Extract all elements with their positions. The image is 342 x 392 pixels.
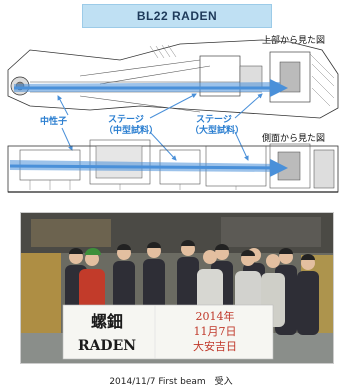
stage-large-label-2: （大型試料）	[190, 124, 244, 136]
neutron-label: 中性子	[40, 115, 67, 127]
banner-kanji: 螺鈿	[91, 312, 123, 331]
photo-caption: 2014/11/7 First beam 受入	[109, 377, 233, 387]
side-view-label: 側面から見た図	[262, 134, 326, 144]
stage-large-label-1: ステージ	[196, 114, 232, 125]
banner-date-note: 大安吉日	[193, 339, 237, 353]
stage-mid-label-2: （中型試料）	[104, 124, 158, 136]
banner-date-year: 2014年	[196, 309, 235, 323]
banner-date-day: 11月7日	[194, 325, 237, 338]
group-photo: 螺鈿 RADEN 2014年 11月7日 大安吉日	[20, 212, 334, 364]
banner-raden: RADEN	[78, 338, 136, 354]
side-view	[7, 139, 339, 193]
top-view	[7, 39, 339, 119]
stage-mid-label-1: ステージ	[108, 114, 144, 125]
banner-cloth	[62, 304, 274, 360]
top-shield-outline	[7, 39, 339, 119]
side-beam-arrow	[9, 158, 288, 177]
title-banner: BL22 RADEN	[82, 4, 272, 28]
top-view-label: 上部から見た図	[262, 36, 326, 46]
beamline-diagram: 中性子 ステージ （中型試料） ステージ （大型試料）	[7, 39, 339, 193]
title-text: BL22 RADEN	[136, 9, 218, 23]
